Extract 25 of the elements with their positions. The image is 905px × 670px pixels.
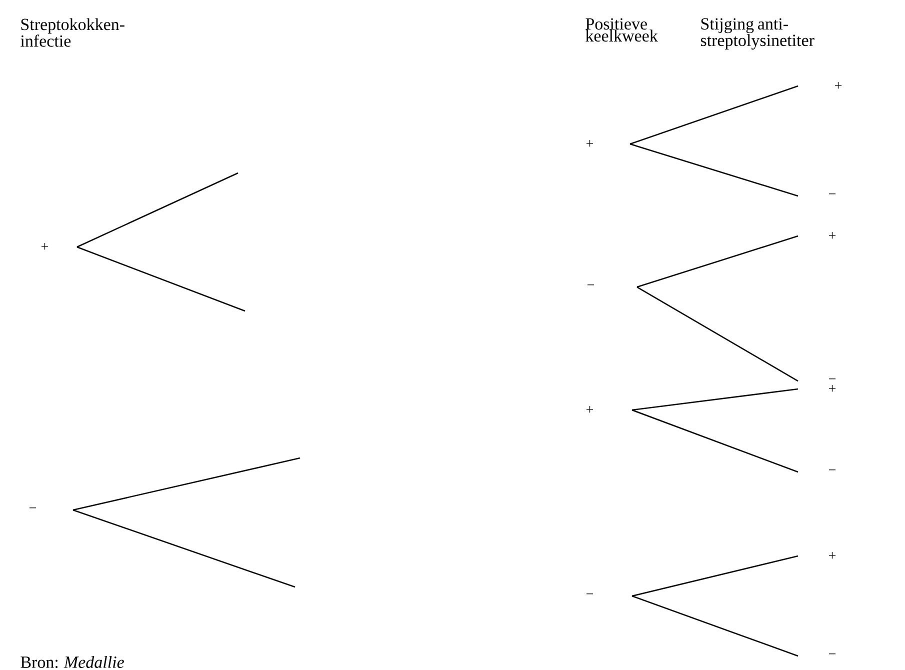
sign-label: − — [829, 378, 836, 380]
sign-label: − — [588, 284, 594, 286]
tree-branch — [72, 509, 296, 588]
column-heading: Positieve keelkweek — [586, 18, 658, 42]
tree-branch — [76, 172, 238, 248]
sign-label: + — [829, 552, 836, 559]
sign-label: + — [42, 243, 48, 250]
tree-branch — [636, 235, 798, 288]
tree-branch — [632, 555, 798, 597]
tree-branch — [72, 457, 300, 511]
column-heading: Stijging anti- streptolysinetiter — [700, 18, 814, 50]
sign-label: + — [586, 140, 594, 147]
column-heading: Streptokokken- infectie — [20, 18, 124, 47]
tree-branch — [636, 286, 798, 382]
tree-branch — [632, 595, 798, 657]
tree-branch — [632, 388, 798, 411]
sign-label: + — [586, 406, 594, 413]
tree-branch — [632, 409, 798, 473]
tree-branch — [76, 246, 246, 312]
source-note: Bron: Medallie — [20, 656, 124, 668]
tree-branch — [630, 143, 798, 197]
sign-label: + — [835, 82, 842, 89]
tree-branch — [630, 85, 798, 145]
sign-label: + — [829, 232, 836, 239]
sign-label: + — [829, 385, 836, 392]
